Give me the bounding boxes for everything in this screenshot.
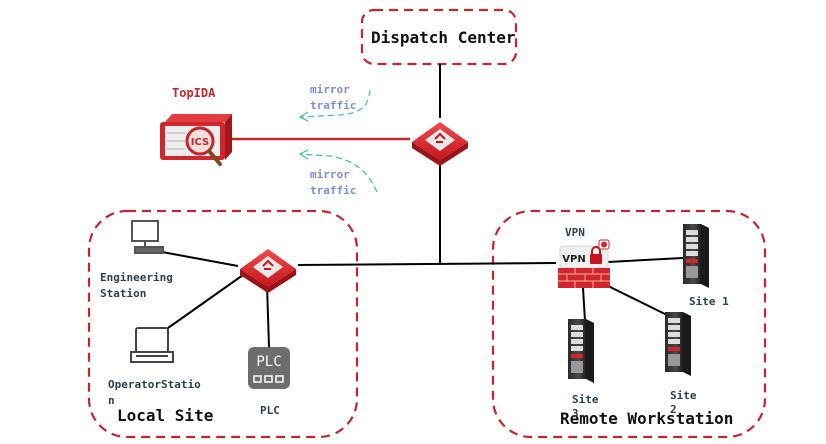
operator-station-label-line2: n [108, 394, 115, 407]
mirror-traffic-bottom-label: mirror traffic [310, 167, 356, 199]
site3-label-line1: Site [572, 393, 599, 406]
zone-label-local-site: Local Site [117, 406, 214, 425]
topida-device-icon[interactable]: ICS [160, 114, 232, 166]
mirror-bottom-line1: mirror [310, 168, 350, 181]
link-vpn-site3 [582, 287, 586, 322]
vpn-icon-text: VPN [562, 254, 585, 265]
plc-label: PLC [260, 404, 280, 417]
zone-remote-workstation [491, 209, 767, 439]
site3-label: Site 3 [572, 393, 599, 421]
operator-station-laptop-icon[interactable] [130, 327, 174, 363]
site1-label: Site 1 [689, 295, 729, 308]
zone-label-remote-workstation: Remote Workstation [560, 409, 734, 428]
vpn-firewall-icon[interactable]: VPN [558, 239, 610, 288]
site2-label: Site 2 [670, 389, 697, 417]
mirror-traffic-top-label: mirror traffic [310, 82, 356, 114]
engineering-station-label-line2: Station [100, 287, 147, 300]
link-op-switch [167, 274, 244, 329]
operator-station-label: OperatorStatio n [108, 377, 201, 409]
link-plc-switch [266, 284, 270, 348]
local-switch-icon[interactable] [240, 249, 296, 293]
engineering-station-label: Engineering Station [100, 270, 173, 302]
site3-server-rack-icon[interactable] [568, 319, 594, 383]
site2-server-rack-icon[interactable] [665, 312, 691, 376]
engineering-station-label-line1: Engineering [100, 271, 173, 284]
mirror-top-line1: mirror [310, 83, 350, 96]
core-switch-icon[interactable] [412, 122, 468, 166]
mirror-bottom-line2: traffic [310, 184, 357, 197]
link-vpn-site1 [607, 257, 684, 263]
plc-device-icon[interactable]: PLC [248, 347, 290, 389]
site3-label-line2: 3 [572, 407, 579, 420]
zone-label-dispatch-center: Dispatch Center [371, 28, 516, 47]
topida-label: TopIDA [172, 86, 216, 100]
mirror-arrow-bottom-icon [298, 149, 378, 193]
link-eng-switch [161, 251, 239, 267]
mirror-top-line2: traffic [310, 99, 357, 112]
link-backbone [297, 262, 557, 266]
site1-server-rack-icon[interactable] [683, 224, 709, 288]
zone-local-site [87, 209, 359, 439]
topida-badge: ICS [191, 137, 209, 148]
link-vpn-site2 [601, 282, 668, 316]
plc-icon-text: PLC [256, 354, 281, 370]
site2-label-line1: Site [670, 389, 697, 402]
vpn-label: VPN [565, 226, 585, 239]
operator-station-label-line1: OperatorStatio [108, 378, 201, 391]
engineering-station-desktop-icon[interactable] [131, 220, 164, 254]
site2-label-line2: 2 [670, 403, 677, 416]
mirror-arrow-top-icon [298, 89, 371, 122]
